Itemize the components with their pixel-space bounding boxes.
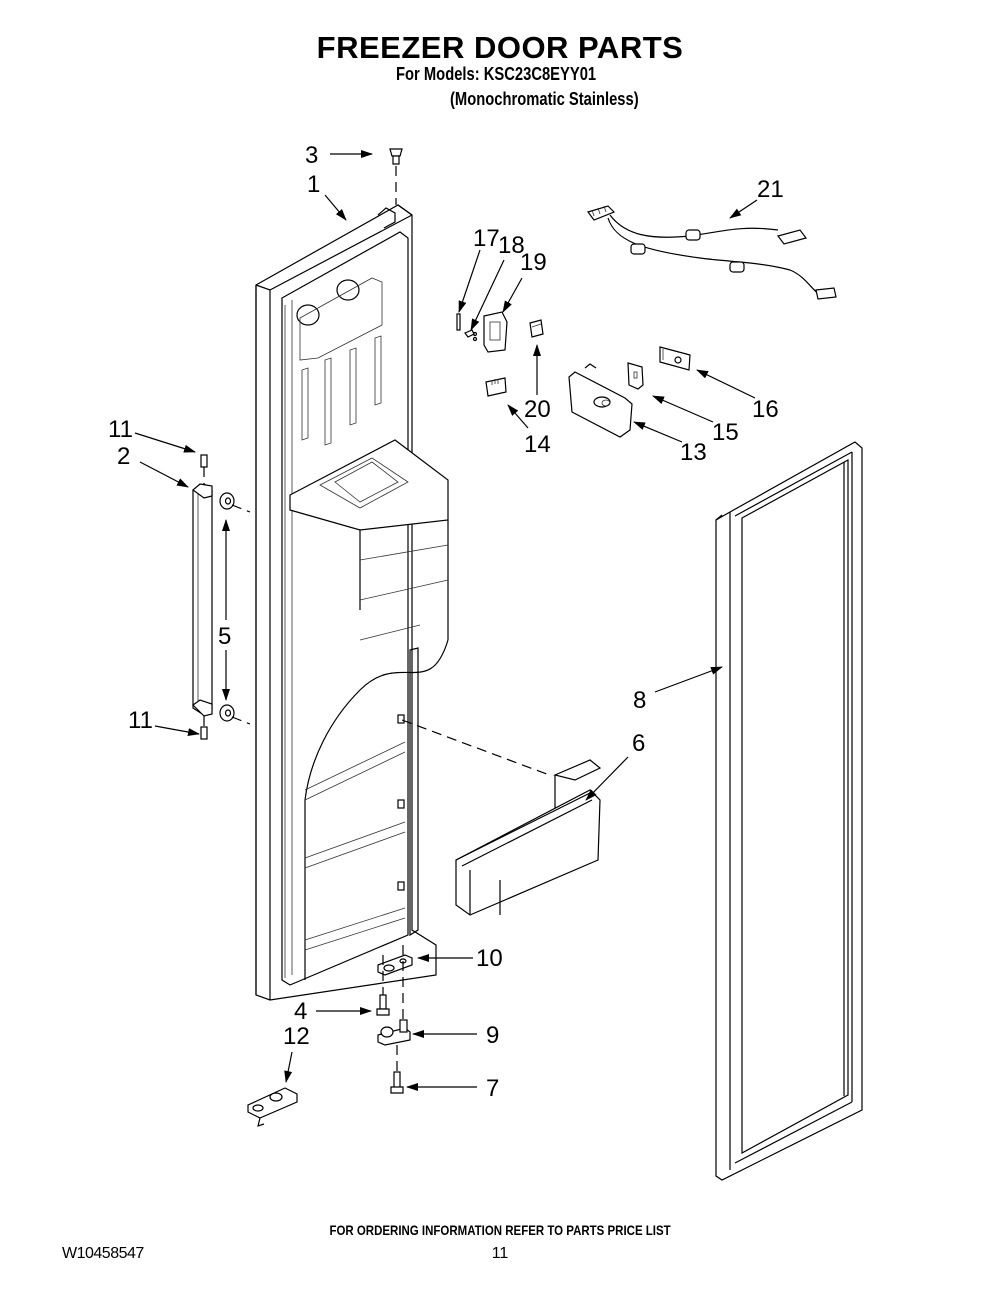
handle-screw-top	[200, 454, 208, 468]
callout-18: 16	[752, 396, 779, 423]
bottom-hinge	[377, 1019, 411, 1046]
hinge-pin-cap	[389, 148, 403, 165]
clip-20	[627, 362, 644, 390]
callout-leaders	[134, 150, 758, 1091]
callout-7: 7	[486, 1075, 499, 1102]
door-bin	[455, 759, 602, 916]
callout-1: 1	[307, 171, 320, 198]
models-line: For Models: KSC23C8EYY01	[396, 64, 597, 84]
callout-11-top: 11	[108, 416, 133, 443]
callout-4: 4	[294, 998, 307, 1025]
callout-21: 21	[757, 176, 784, 203]
callout-20: 15	[712, 419, 739, 446]
liner-rib-strip	[284, 300, 293, 978]
pin-part-13	[456, 313, 461, 331]
actuator-part-14	[464, 329, 478, 342]
circuit-board-18	[659, 346, 691, 371]
callout-9: 9	[486, 1022, 499, 1049]
document-number: W10458547	[62, 1245, 144, 1262]
door-handle	[192, 483, 213, 717]
callout-17: 13	[680, 439, 707, 466]
callout-15: 19	[520, 249, 547, 276]
door-gasket	[715, 441, 863, 1181]
hinge-cover	[247, 1087, 298, 1127]
callout-14: 18	[498, 232, 525, 259]
handle-screw-bottom	[200, 726, 208, 740]
callout-6: 6	[632, 730, 645, 757]
handle-spacer-bottom	[219, 704, 235, 722]
callout-labels: 3 1 21 17 18 19 20 16 11 14 15 13 2 5 8 …	[108, 142, 784, 1102]
callout-16: 14	[524, 431, 551, 458]
hinge-screw-lower	[390, 1071, 404, 1094]
callout-12: 12	[283, 1023, 310, 1050]
callout-8: 8	[633, 687, 646, 714]
switch-housing-15	[483, 311, 508, 353]
ordering-note-text: FOR ORDERING INFORMATION REFER TO PARTS …	[329, 1222, 671, 1238]
handle-spacer-top	[219, 492, 235, 510]
callout-10: 10	[476, 945, 503, 972]
bracket-19	[529, 319, 544, 338]
callout-19: 20	[524, 396, 551, 423]
freezer-door-panel	[255, 204, 449, 1001]
page-number: 11	[491, 1245, 509, 1262]
callout-2: 2	[117, 443, 130, 470]
wire-harness-21	[587, 205, 837, 300]
callout-5: 5	[218, 623, 231, 650]
hinge-screw-upper	[376, 994, 390, 1016]
page-title: FREEZER DOOR PARTS	[316, 30, 684, 65]
ordering-note: FOR ORDERING INFORMATION REFER TO PARTS …	[0, 1222, 1000, 1238]
callout-3: 3	[305, 142, 318, 169]
variant-line: (Monochromatic Stainless)	[450, 89, 639, 109]
switch-16	[485, 377, 507, 397]
callout-11-bottom: 11	[128, 707, 153, 734]
callout-13: 17	[473, 225, 500, 252]
dispenser-control-housing-17	[568, 363, 633, 438]
